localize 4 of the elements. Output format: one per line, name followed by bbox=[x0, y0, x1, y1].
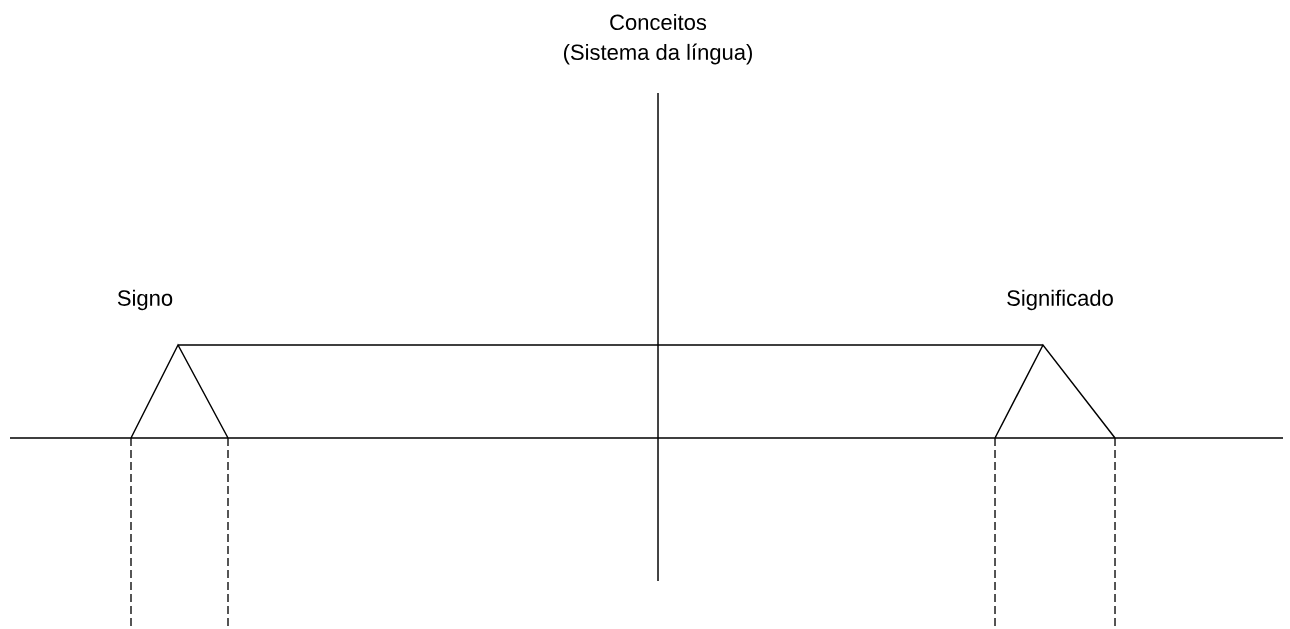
label: Significado bbox=[1007, 289, 1113, 311]
label: Signo bbox=[117, 289, 173, 311]
label: (Sistema da língua) bbox=[564, 43, 752, 65]
label: Conceitos bbox=[610, 13, 707, 31]
